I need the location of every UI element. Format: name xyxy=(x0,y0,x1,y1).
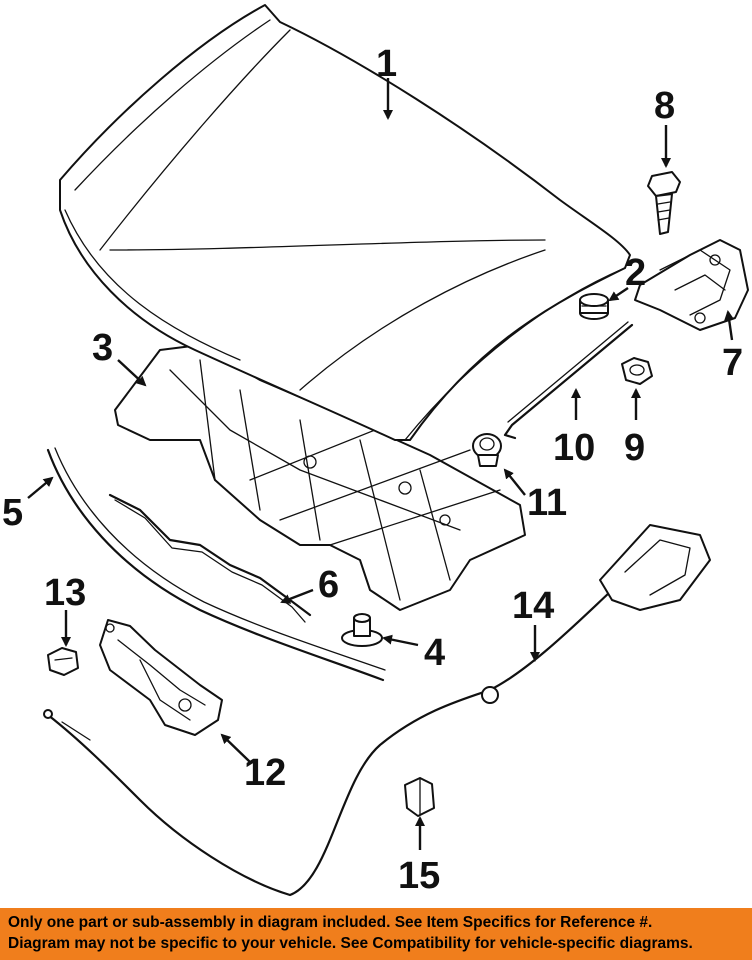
part-14-release-cable xyxy=(43,524,711,897)
callout-7: 7 xyxy=(722,342,743,384)
callout-13: 13 xyxy=(44,572,86,614)
part-7-hinge xyxy=(634,239,749,331)
disclaimer-banner: Only one part or sub-assembly in diagram… xyxy=(0,908,752,960)
callout-3: 3 xyxy=(92,327,113,369)
callout-12: 12 xyxy=(244,752,286,794)
callout-9: 9 xyxy=(624,427,645,469)
callout-4: 4 xyxy=(424,632,445,674)
callout-11: 11 xyxy=(527,482,567,524)
disclaimer-line-2: Diagram may not be specific to your vehi… xyxy=(8,935,693,952)
leader-lines xyxy=(27,78,735,850)
part-4-retainer xyxy=(341,613,383,647)
callout-labels: 1 2 3 4 5 6 7 8 9 10 11 12 13 14 15 xyxy=(2,43,743,897)
callout-14: 14 xyxy=(512,585,554,627)
part-9-nut xyxy=(621,357,653,385)
part-10-prop-rod xyxy=(503,321,634,440)
disclaimer-line-1: Only one part or sub-assembly in diagram… xyxy=(8,914,653,931)
part-15-release-handle xyxy=(404,777,435,817)
part-8-bolt xyxy=(647,171,681,235)
part-11-clip xyxy=(472,433,502,467)
callout-8: 8 xyxy=(654,85,675,127)
part-13-cable-clip xyxy=(47,647,79,676)
part-1-hood xyxy=(59,4,631,441)
part-12-latch xyxy=(99,619,223,736)
callout-1: 1 xyxy=(376,43,397,85)
callout-2: 2 xyxy=(625,252,646,294)
callout-10: 10 xyxy=(553,427,595,469)
part-2-bumper xyxy=(579,293,609,320)
callout-5: 5 xyxy=(2,492,23,534)
hood-parts-diagram: 1 2 3 4 5 6 7 8 9 10 11 12 13 14 15 xyxy=(2,4,749,897)
callout-6: 6 xyxy=(318,564,339,606)
part-5-weatherstrip xyxy=(46,447,386,682)
callout-15: 15 xyxy=(398,855,440,897)
